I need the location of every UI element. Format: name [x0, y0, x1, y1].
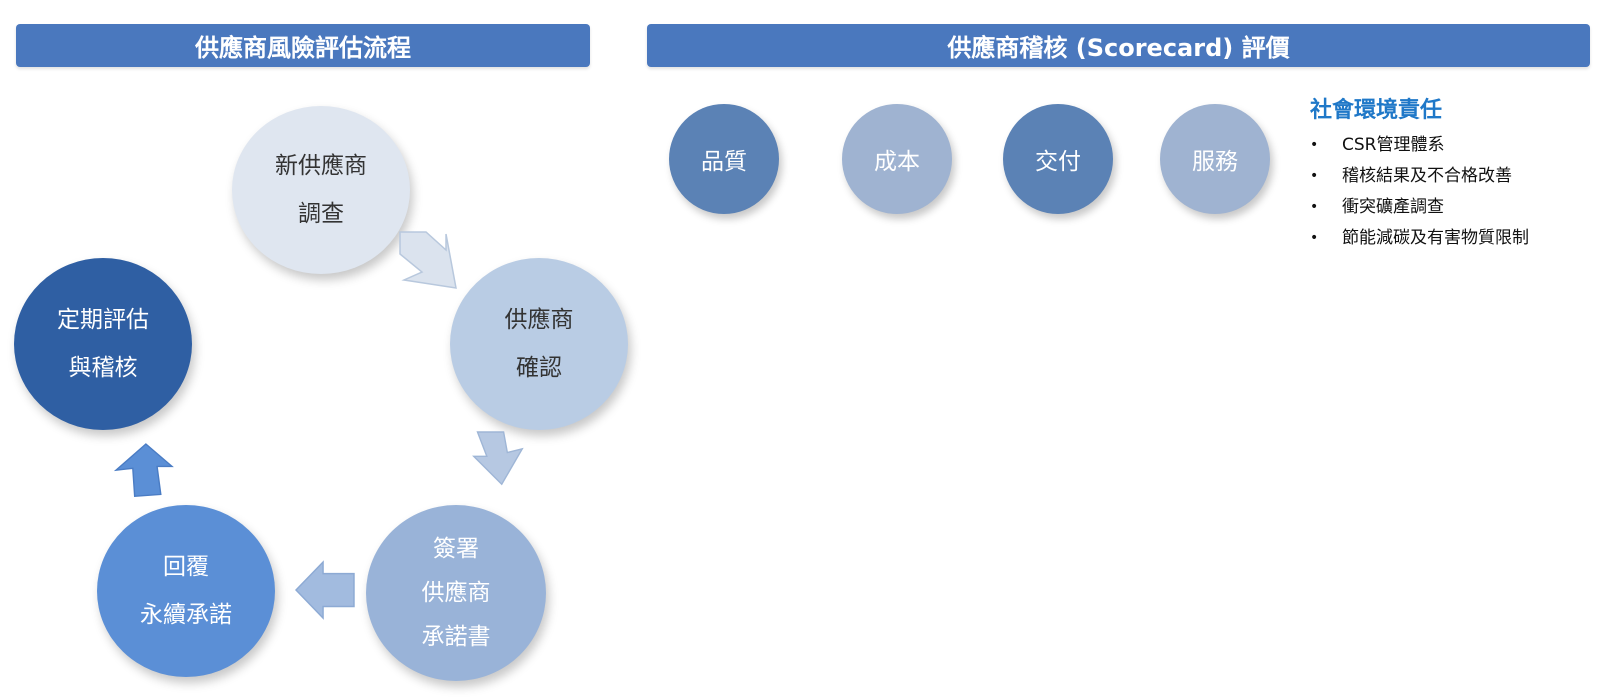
- scorecard-title: 供應商稽核 (Scorecard) 評價: [947, 34, 1290, 62]
- step-label: 永續承諾: [140, 602, 232, 628]
- step-label: 與稽核: [68, 355, 138, 381]
- step-label: 簽署: [433, 536, 479, 562]
- criterion-service: 服務: [1160, 104, 1270, 214]
- flow-arrow-3: [294, 560, 355, 620]
- criterion-cost: 成本: [842, 104, 952, 214]
- csr-item: 節能減碳及有害物質限制: [1310, 223, 1595, 254]
- step-label: 定期評估: [57, 307, 149, 333]
- criterion-label: 成本: [874, 149, 920, 175]
- step-label: 確認: [516, 355, 562, 381]
- step-periodic-audit: 定期評估 與稽核: [14, 258, 192, 430]
- step-label: 調查: [298, 201, 344, 227]
- csr-section: 社會環境責任 CSR管理體系 稽核結果及不合格改善 衝突礦產調查 節能減碳及有害…: [1310, 92, 1595, 254]
- arrow-left-icon: [294, 560, 355, 620]
- csr-item: 衝突礦產調查: [1310, 192, 1595, 223]
- step-reply-sustainability: 回覆 永續承諾: [97, 505, 275, 677]
- csr-item: 稽核結果及不合格改善: [1310, 161, 1595, 192]
- step-label: 供應商: [421, 580, 491, 606]
- step-label: 供應商: [504, 307, 574, 333]
- arrow-right-down-icon: [399, 231, 457, 289]
- arrow-down-icon: [472, 431, 524, 486]
- step-supplier-confirmation: 供應商 確認: [450, 258, 628, 430]
- flow-arrow-4: [113, 443, 174, 500]
- flow-arrow-1: [399, 231, 460, 292]
- arrow-up-icon: [113, 443, 174, 498]
- criterion-delivery: 交付: [1003, 104, 1113, 214]
- step-label: 新供應商: [275, 153, 367, 179]
- csr-heading: 社會環境責任: [1310, 98, 1443, 123]
- step-label: 回覆: [163, 554, 209, 580]
- criterion-label: 服務: [1192, 149, 1238, 175]
- csr-list: CSR管理體系 稽核結果及不合格改善 衝突礦產調查 節能減碳及有害物質限制: [1310, 130, 1595, 254]
- scorecard-banner: 供應商稽核 (Scorecard) 評價: [647, 24, 1590, 67]
- criterion-label: 品質: [701, 149, 747, 175]
- flow-arrow-2: [470, 431, 526, 488]
- criterion-quality: 品質: [669, 104, 779, 214]
- step-label: 承諾書: [421, 624, 491, 650]
- csr-item: CSR管理體系: [1310, 130, 1595, 161]
- risk-process-title: 供應商風險評估流程: [195, 34, 411, 62]
- step-sign-commitment: 簽署 供應商 承諾書: [366, 505, 546, 681]
- criterion-label: 交付: [1035, 149, 1081, 175]
- step-new-supplier-survey: 新供應商 調查: [232, 106, 410, 274]
- risk-process-banner: 供應商風險評估流程: [16, 24, 590, 67]
